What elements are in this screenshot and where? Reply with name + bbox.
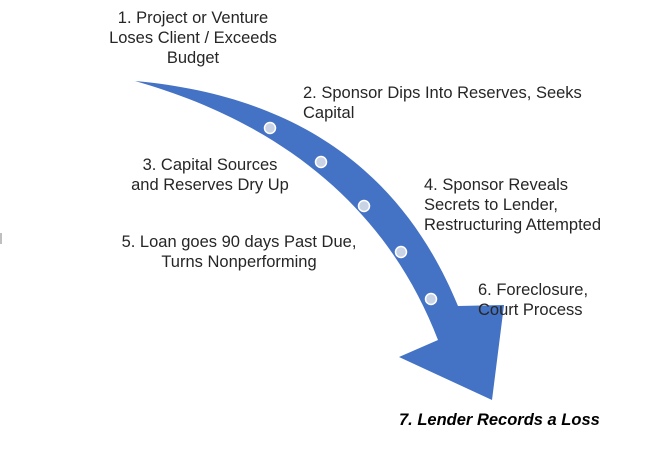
milestone-dot-1 <box>263 121 277 135</box>
milestone-dot-5 <box>424 292 438 306</box>
step-5-label: 5. Loan goes 90 days Past Due, Turns Non… <box>121 233 357 271</box>
step-6-label: 6. Foreclosure, Court Process <box>478 281 589 319</box>
arrow-body <box>135 81 504 400</box>
step-2-label: 2. Sponsor Dips Into Reserves, Seeks Cap… <box>303 84 582 122</box>
milestone-dot-2 <box>314 155 328 169</box>
step-3-label: 3. Capital Sources and Reserves Dry Up <box>131 156 289 194</box>
step-1-label: 1. Project or Venture Loses Client / Exc… <box>109 9 277 67</box>
milestone-dot-3 <box>357 199 371 213</box>
step-4-label: 4. Sponsor Reveals Secrets to Lender, Re… <box>424 176 602 234</box>
edge-mark <box>0 233 2 244</box>
step-7-label: 7. Lender Records a Loss <box>399 411 600 429</box>
milestone-dot-4 <box>394 245 408 259</box>
milestone-dots <box>263 121 438 306</box>
